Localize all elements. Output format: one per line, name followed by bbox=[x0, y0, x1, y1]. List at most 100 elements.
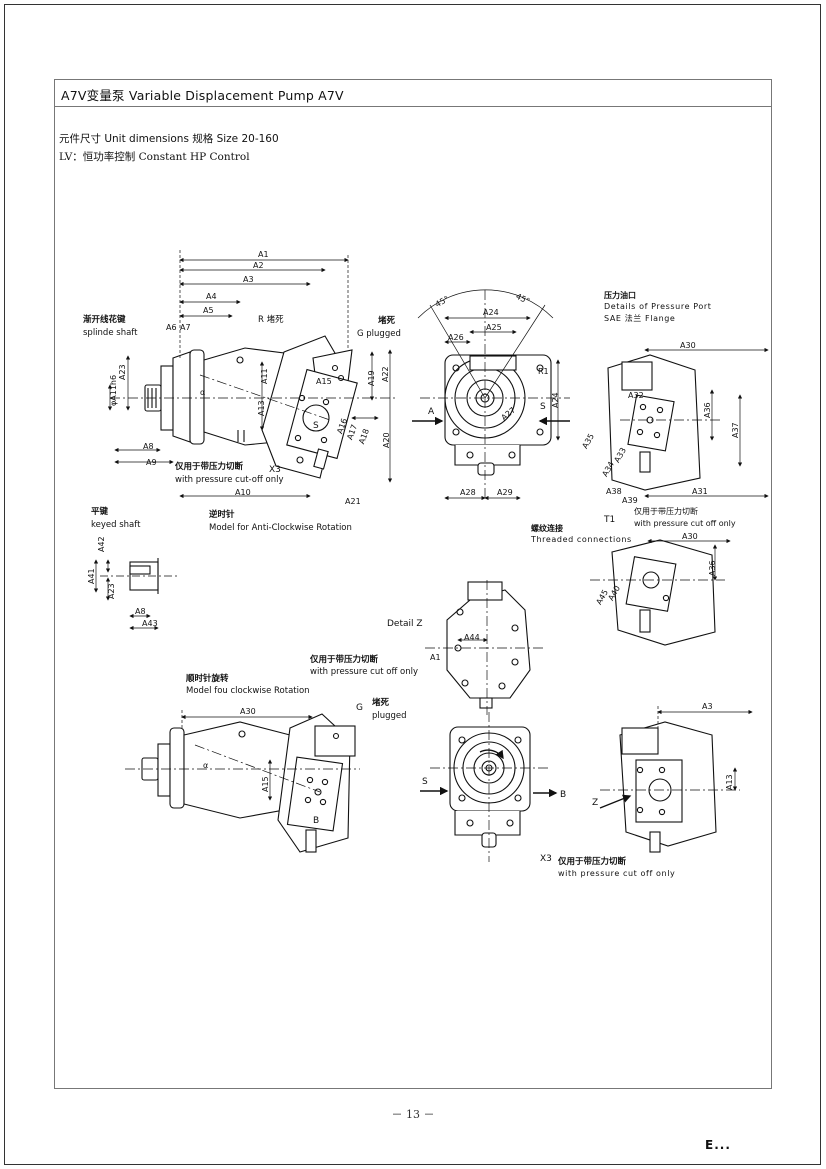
subtitle-control-type: LV：恒功率控制 Constant HP Control bbox=[59, 151, 250, 163]
text-labels-view3: 压力油口 Details of Pressure Port SAE 法兰 Fla… bbox=[604, 290, 736, 528]
dim-a3-rear: A3 bbox=[702, 702, 713, 711]
port-s-side: S bbox=[313, 421, 319, 431]
pressure-port-view bbox=[607, 354, 720, 491]
dim-a11: A11 bbox=[260, 368, 269, 384]
dim-a15: A15 bbox=[316, 377, 332, 386]
port-b-side: B bbox=[313, 816, 319, 826]
dim-a35: A35 bbox=[580, 432, 596, 450]
dim-a30-threaded: A30 bbox=[682, 532, 698, 541]
dim-a13-rear: A13 bbox=[725, 774, 734, 790]
dim-a17: A17 bbox=[345, 423, 359, 441]
port-a-front: A bbox=[428, 407, 435, 417]
dim-a2: A2 bbox=[253, 261, 264, 270]
dim-a29: A29 bbox=[497, 488, 513, 497]
label-t1-cutoff-en: with pressure cut off only bbox=[634, 519, 736, 528]
corner-mark: E... bbox=[705, 1138, 731, 1152]
port-s-clockwise: S bbox=[422, 777, 428, 787]
page-number: － 13 － bbox=[391, 1108, 435, 1121]
dim-alpha: α bbox=[200, 388, 205, 397]
dim-a23-keyed: A23 bbox=[107, 583, 116, 599]
dim-a36: A36 bbox=[703, 402, 712, 418]
dim-a3: A3 bbox=[243, 275, 254, 284]
page-title: A7V变量泵 Variable Displacement Pump A7V bbox=[61, 88, 344, 103]
dim-a44: A44 bbox=[464, 633, 480, 642]
dimension-lines-view7 bbox=[181, 710, 313, 801]
label-spline-en: splinde shaft bbox=[83, 328, 138, 338]
dim-phi-a11h6: φA11h6 bbox=[109, 375, 118, 406]
label-pressure-port-cn: 压力油口 bbox=[604, 290, 636, 300]
front-view-clockwise bbox=[430, 712, 550, 862]
dim-a41: A41 bbox=[87, 568, 96, 584]
side-view-clockwise bbox=[125, 713, 360, 853]
keyed-shaft-view bbox=[100, 558, 180, 594]
side-view-anticlockwise bbox=[110, 335, 395, 479]
label-sae-flange: SAE 法兰 Flange bbox=[604, 313, 675, 323]
rear-view-z bbox=[600, 721, 740, 853]
content-panel: A7V变量泵 Variable Displacement Pump A7V 元件… bbox=[54, 79, 772, 1089]
dim-a28: A28 bbox=[460, 488, 476, 497]
dim-a30-clockwise: A30 bbox=[240, 707, 256, 716]
flow-arrows-view8 bbox=[420, 786, 558, 798]
dim-a39: A39 bbox=[622, 496, 638, 505]
dim-a43: A43 bbox=[142, 619, 158, 628]
label-spline-cn: 渐开线花键 bbox=[83, 314, 126, 325]
label-r-plugged: R 堵死 bbox=[258, 314, 284, 325]
dim-a25: A25 bbox=[486, 323, 502, 332]
dimension-labels-view6: A44 A1 Detail Z 仅用于带压力切断 with pressure c… bbox=[309, 619, 480, 677]
text-labels-view1: 渐开线花键 splinde shaft R 堵死 堵死 G plugged 仅用… bbox=[83, 314, 401, 533]
panel-header: A7V变量泵 Variable Displacement Pump A7V bbox=[55, 80, 771, 107]
dimension-labels-view7: A30 A15 α G B 顺时针旋转 Model fou clockwise … bbox=[186, 673, 407, 826]
dim-45-right: 45° bbox=[514, 292, 531, 306]
dim-a1-detail: A1 bbox=[430, 653, 441, 662]
dim-a32: A32 bbox=[628, 391, 644, 400]
dim-alpha-clockwise: α bbox=[203, 761, 208, 770]
label-cutoff2-en: with pressure cut off only bbox=[310, 667, 418, 677]
label-g-plugged-en: G plugged bbox=[357, 329, 401, 339]
label-plugged2-cn: 堵死 bbox=[372, 697, 390, 708]
label-cutoff2-cn: 仅用于带压力切断 bbox=[309, 654, 379, 665]
port-x3-rear: X3 bbox=[540, 854, 552, 864]
port-b-clockwise: B bbox=[560, 790, 566, 800]
dim-a15-clockwise: A15 bbox=[261, 776, 270, 792]
label-t1-cutoff-cn: 仅用于带压力切断 bbox=[634, 506, 698, 516]
label-clockwise-en: Model fou clockwise Rotation bbox=[186, 686, 310, 696]
label-threaded-cn: 螺纹连接 bbox=[531, 523, 563, 533]
dim-a4: A4 bbox=[206, 292, 217, 301]
label-keyed-en: keyed shaft bbox=[91, 520, 141, 530]
label-g-plugged-cn: 堵死 bbox=[378, 315, 396, 326]
dim-45-left: 45° bbox=[434, 294, 451, 309]
dim-a18: A18 bbox=[357, 428, 371, 446]
detail-z-view bbox=[425, 580, 545, 715]
dim-a30-top: A30 bbox=[680, 341, 696, 350]
label-cutoff-cn: 仅用于带压力切断 bbox=[174, 461, 244, 472]
dim-a21: A21 bbox=[345, 497, 361, 506]
dimension-lines-view3 bbox=[644, 347, 769, 499]
dim-a13: A13 bbox=[257, 400, 266, 416]
dimension-labels-view9: A3 A13 Z X3 仅用于带压力切断 with pressure cut o… bbox=[540, 702, 734, 878]
dimension-lines-view1 bbox=[107, 250, 393, 499]
label-x3-cutoff-cn: 仅用于带压力切断 bbox=[557, 856, 627, 867]
dim-a37: A37 bbox=[731, 422, 740, 438]
dim-r1: R1 bbox=[538, 367, 549, 376]
dim-a31: A31 bbox=[692, 487, 708, 496]
front-view bbox=[417, 289, 570, 500]
dim-a8: A8 bbox=[143, 442, 154, 451]
dimension-lines-view4 bbox=[93, 559, 159, 631]
dim-a5: A5 bbox=[203, 306, 214, 315]
dim-a24: A24 bbox=[483, 308, 499, 317]
threaded-connection-view bbox=[590, 539, 725, 646]
dim-a36-threaded: A36 bbox=[708, 560, 717, 576]
dim-a22: A22 bbox=[381, 366, 390, 382]
label-z: Z bbox=[592, 798, 598, 808]
dim-a19: A19 bbox=[367, 370, 376, 386]
dim-a23: A23 bbox=[118, 364, 127, 380]
dim-a42: A42 bbox=[97, 536, 106, 552]
label-pressure-port-en: Details of Pressure Port bbox=[604, 302, 712, 311]
subtitle-unit-dimensions: 元件尺寸 Unit dimensions 规格 Size 20-160 bbox=[59, 133, 279, 145]
dim-a38: A38 bbox=[606, 487, 622, 496]
label-keyed-cn: 平键 bbox=[91, 506, 109, 517]
dim-a7: A7 bbox=[180, 323, 191, 332]
dimension-labels-view4: A8 A43 A41 A42 A23 平键 keyed shaft bbox=[87, 506, 158, 628]
dim-a24-vertical: A24 bbox=[551, 392, 560, 408]
label-threaded-en: Threaded connections bbox=[530, 535, 632, 544]
